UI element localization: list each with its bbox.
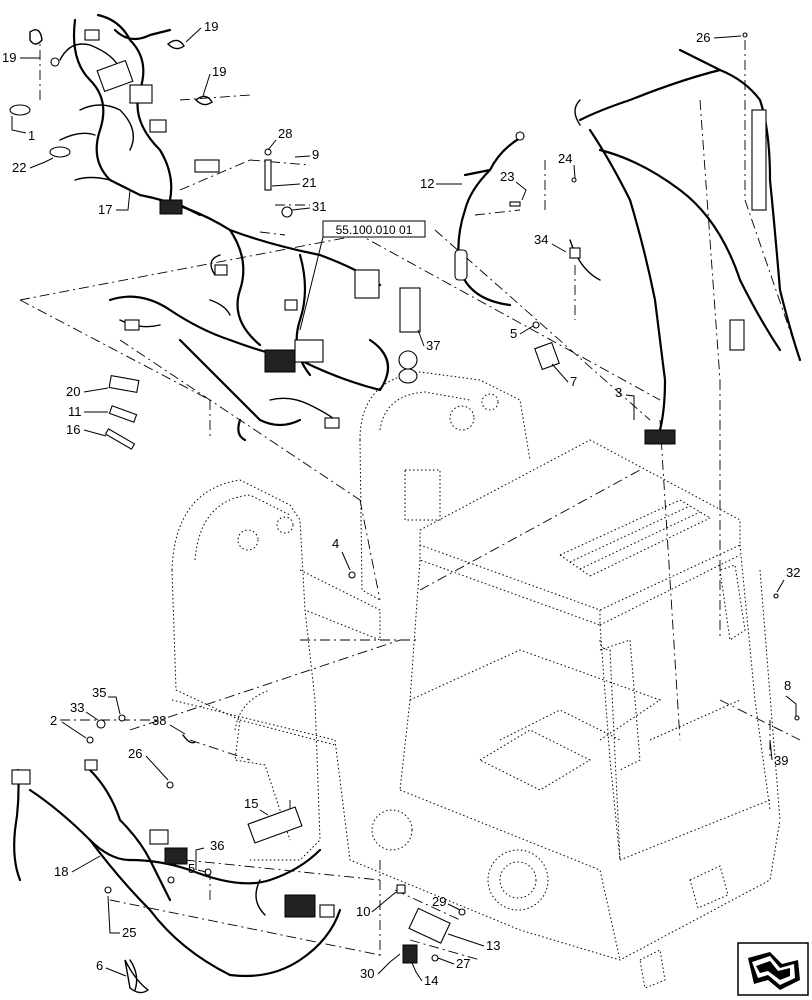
callout-11: 11 [68,404,82,419]
callout-27: 27 [456,956,470,971]
mid-harness [108,228,390,442]
callout-3: 3 [615,385,622,400]
callout-23: 23 [500,169,514,184]
callout-39: 39 [774,753,788,768]
callout-15: 15 [244,796,258,811]
callout-38: 38 [152,713,166,728]
callout-24: 24 [558,151,572,166]
small-parts [9,32,800,994]
callout-18: 18 [54,864,68,879]
callout-29: 29 [432,894,446,909]
callout-31: 31 [312,199,326,214]
reference-label: 55.100.010 01 [336,223,413,237]
callout-21: 21 [302,175,316,190]
callout-17: 17 [98,202,112,217]
callout-9: 9 [312,147,319,162]
callout-6: 6 [96,958,103,973]
callout-32: 32 [786,565,800,580]
callout-28: 28 [278,126,292,141]
callout-20: 20 [66,384,80,399]
right-harness-upper [569,48,802,445]
callout-12: 12 [420,176,434,191]
callout-10: 10 [356,904,370,919]
callout-16: 16 [66,422,80,437]
callout-37: 37 [426,338,440,353]
callout-35: 35 [92,685,106,700]
reference-callout-box[interactable]: 55.100.010 01 [299,220,426,331]
callout-2: 2 [50,713,57,728]
callout-5: 5 [188,861,195,876]
callout-14: 14 [424,973,438,988]
callout-26: 26 [696,30,710,45]
callout-5: 5 [510,326,517,341]
callout-1: 1 [28,128,35,143]
right-harness-12 [454,131,525,307]
callout-19: 19 [204,19,218,34]
callout-22: 22 [12,160,26,175]
callout-4: 4 [332,536,339,551]
lower-left-harness [11,759,342,991]
callout-26: 26 [128,746,142,761]
callout-8: 8 [784,678,791,693]
callout-19: 19 [2,50,16,65]
callout-25: 25 [122,925,136,940]
callout-7: 7 [570,374,577,389]
loader-frame [171,371,781,989]
callouts: 19 19 19 1 22 17 28 9 21 31 12 23 24 26 … [2,19,800,988]
roof-grille [559,499,711,577]
callout-13: 13 [486,938,500,953]
callout-33: 33 [70,700,84,715]
main-upper-harness [29,13,382,287]
page-navigation-arrow-icon[interactable] [737,942,809,996]
callout-36: 36 [210,838,224,853]
callout-19: 19 [212,64,226,79]
callout-30: 30 [360,966,374,981]
leader-lines [19,40,801,961]
callout-34: 34 [534,232,548,247]
